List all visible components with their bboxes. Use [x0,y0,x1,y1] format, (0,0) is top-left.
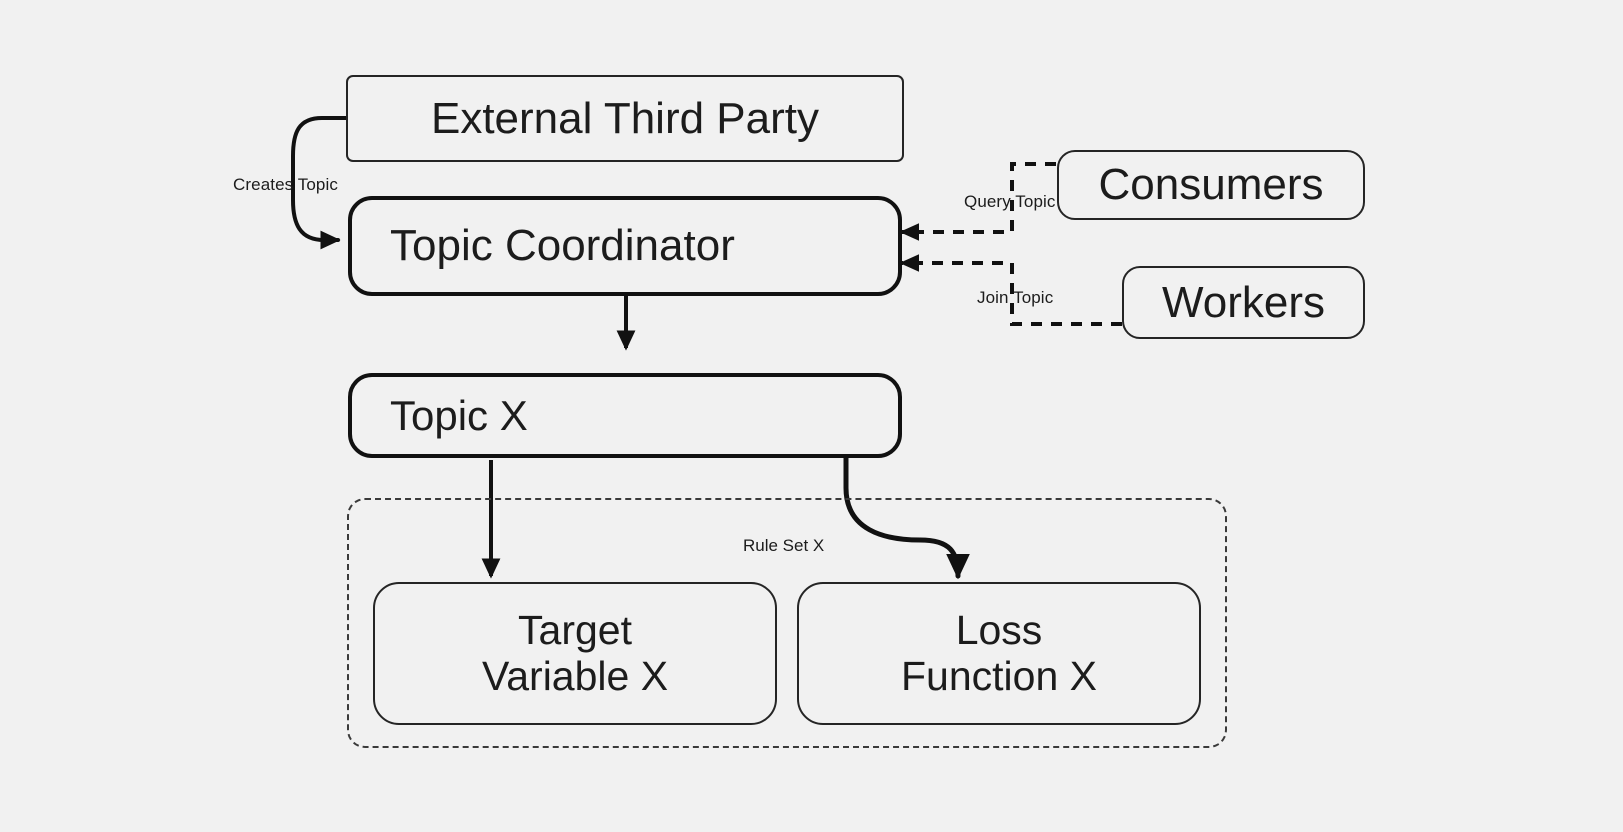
node-topic-coordinator[interactable]: Topic Coordinator [348,196,902,296]
node-consumers-label: Consumers [1098,160,1324,210]
edge-label-join-topic: Join Topic [977,288,1054,307]
node-external-third-party-label: External Third Party [430,93,819,143]
node-target-variable-x-label: Target Variable X [481,606,669,699]
node-target-variable-x[interactable]: Target Variable X [373,582,777,725]
node-loss-function-x-label: Loss Function X [901,606,1097,699]
node-topic-x[interactable]: Topic X [348,373,902,458]
node-external-third-party[interactable]: External Third Party [346,75,904,162]
node-topic-x-label: Topic X [390,391,528,439]
node-consumers[interactable]: Consumers [1057,150,1365,220]
group-rule-set-x-label: Rule Set X [743,536,825,555]
node-workers[interactable]: Workers [1122,266,1365,339]
edge-label-creates-topic: Creates Topic [233,175,338,194]
edge-label-query-topic: Query Topic [964,192,1056,211]
group-rule-set-x [347,498,1227,748]
node-topic-coordinator-label: Topic Coordinator [390,221,735,271]
node-loss-function-x[interactable]: Loss Function X [797,582,1201,725]
node-workers-label: Workers [1162,277,1325,327]
